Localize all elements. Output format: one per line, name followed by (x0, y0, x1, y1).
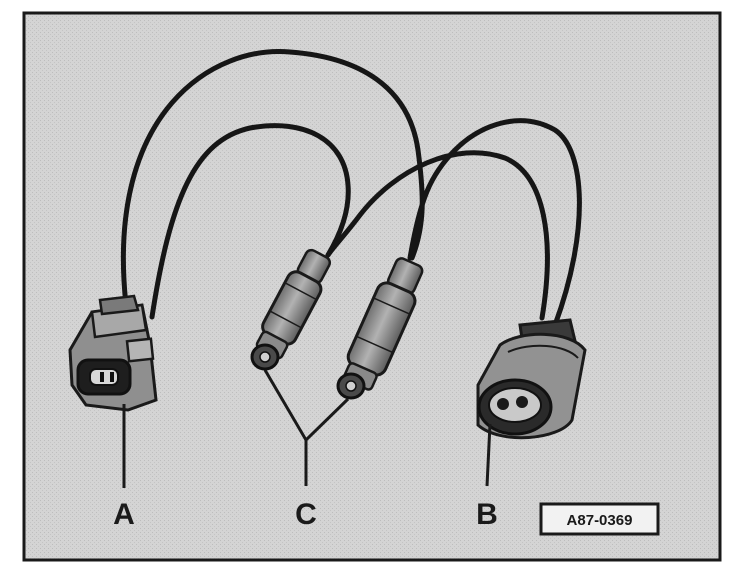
label-a: A (113, 498, 135, 531)
wire-a-inner (149, 123, 351, 320)
figure-number-box: A87-0369 (539, 502, 660, 536)
wires (120, 48, 582, 328)
wire-a-outer (120, 48, 425, 308)
connector-a (68, 294, 158, 412)
label-b: B (476, 498, 498, 531)
sleeve-right (336, 257, 424, 400)
leader-lines (122, 369, 492, 488)
sleeve-left (250, 248, 332, 371)
diagram-background (22, 11, 722, 562)
leader-b (485, 423, 492, 487)
wire-b-inner (325, 150, 550, 321)
connector-b (476, 318, 587, 440)
label-c: C (295, 498, 317, 531)
wire-b-outer (407, 118, 582, 328)
figure-number: A87-0369 (567, 512, 633, 529)
